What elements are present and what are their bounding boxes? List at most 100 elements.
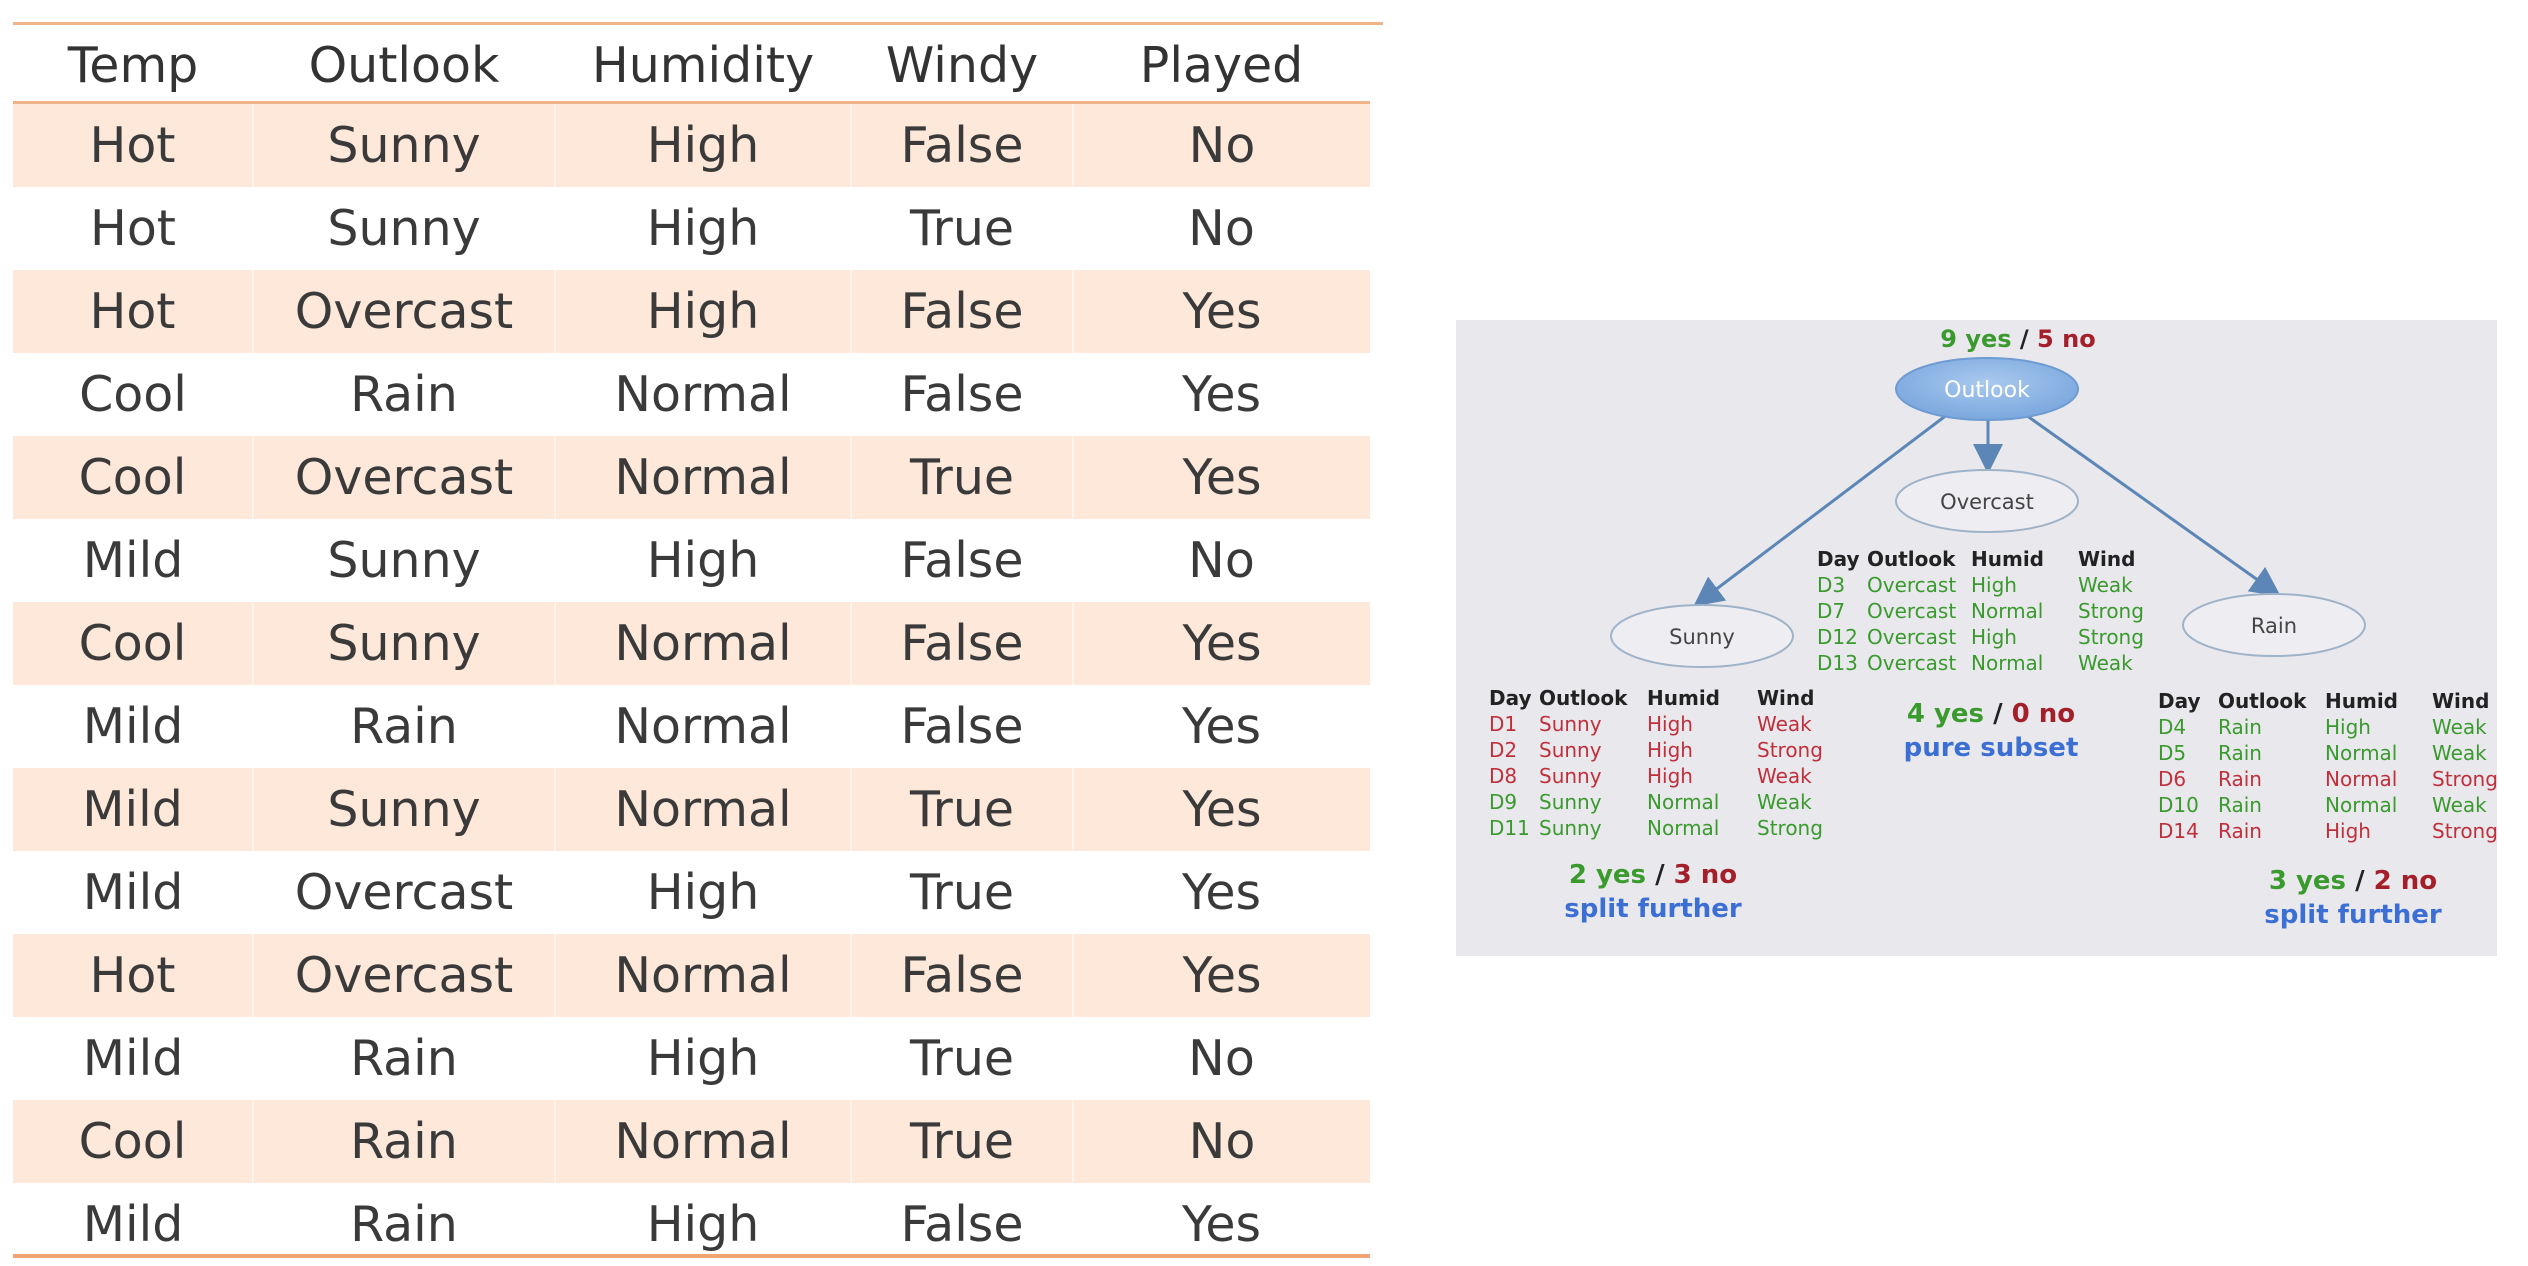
table-top-rule: [13, 22, 1383, 25]
rain-cell-humid: Normal: [2325, 793, 2397, 817]
cell-humidity: High: [646, 1196, 760, 1253]
sunny-cell-outlook: Sunny: [1539, 816, 1602, 840]
cell-outlook: Sunny: [327, 200, 481, 257]
overcast-cell-day: D7: [1817, 599, 1845, 623]
overcast-cell-day: D3: [1817, 573, 1845, 597]
overcast-note: pure subset: [1904, 733, 2079, 763]
header-outlook: Outlook: [308, 36, 500, 94]
overcast-cell-outlook: Overcast: [1867, 651, 1956, 675]
sunny-cell-humid: High: [1647, 712, 1693, 736]
sunny-header-wind: Wind: [1757, 686, 1814, 710]
rain-cell-wind: Weak: [2432, 715, 2487, 739]
decision-tree-diagram: 9 yes / 5 no Outlook Overcast Sunny Rain…: [1489, 325, 2497, 930]
cell-played: No: [1073, 1100, 1370, 1183]
overcast-cell-wind: Weak: [2078, 573, 2133, 597]
overcast-cell-wind: Strong: [2078, 625, 2144, 649]
rain-cell-outlook: Rain: [2218, 793, 2262, 817]
cell-humidity: Normal: [555, 436, 852, 519]
cell-windy: True: [909, 200, 1015, 257]
rain-note: split further: [2264, 900, 2442, 930]
cell-windy: False: [851, 602, 1074, 685]
cell-humidity: High: [555, 104, 852, 187]
header-humidity: Humidity: [591, 36, 815, 94]
header-windy: Windy: [885, 36, 1039, 94]
overcast-cell-wind: Weak: [2078, 651, 2133, 675]
rain-header-humid: Humid: [2325, 689, 2398, 713]
sunny-count: 2 yes / 3 no: [1569, 860, 1737, 890]
cell-windy: False: [851, 104, 1074, 187]
cell-played: Yes: [1181, 864, 1262, 921]
header-played: Played: [1139, 36, 1304, 94]
overcast-cell-outlook: Overcast: [1867, 573, 1956, 597]
overcast-header-outlook: Outlook: [1867, 547, 1956, 571]
sunny-cell-wind: Weak: [1757, 790, 1812, 814]
overcast-node-label: Overcast: [1940, 490, 2034, 514]
sunny-cell-wind: Weak: [1757, 764, 1812, 788]
sunny-note: split further: [1564, 894, 1742, 924]
sunny-node-label: Sunny: [1669, 625, 1735, 649]
sunny-cell-outlook: Sunny: [1539, 738, 1602, 762]
cell-humidity: High: [555, 270, 852, 353]
rain-cell-humid: Normal: [2325, 741, 2397, 765]
cell-outlook: Overcast: [253, 270, 556, 353]
cell-outlook: Sunny: [253, 768, 556, 851]
cell-temp: Mild: [82, 532, 184, 589]
rain-cell-outlook: Rain: [2218, 819, 2262, 843]
cell-windy: True: [851, 1100, 1074, 1183]
rain-cell-day: D6: [2158, 767, 2186, 791]
sunny-node: [1610, 604, 1794, 668]
cell-humidity: High: [646, 200, 760, 257]
rain-cell-day: D10: [2158, 793, 2199, 817]
cell-humidity: High: [646, 532, 760, 589]
cell-humidity: Normal: [555, 602, 852, 685]
cell-played: Yes: [1073, 934, 1370, 1017]
table-header-row: Temp Outlook Humidity Windy Played: [13, 18, 1370, 104]
cell-windy: True: [909, 1030, 1015, 1087]
overcast-cell-wind: Strong: [2078, 599, 2144, 623]
cell-windy: False: [900, 532, 1024, 589]
cell-humidity: Normal: [614, 698, 792, 755]
rain-cell-wind: Weak: [2432, 793, 2487, 817]
sunny-cell-humid: High: [1647, 764, 1693, 788]
header-temp: Temp: [67, 36, 199, 94]
rain-cell-day: D4: [2158, 715, 2186, 739]
sunny-cell-wind: Strong: [1757, 738, 1823, 762]
root-node-label: Outlook: [1944, 378, 2030, 403]
rain-cell-day: D14: [2158, 819, 2199, 843]
cell-windy: False: [900, 366, 1024, 423]
sunny-cell-day: D8: [1489, 764, 1517, 788]
edge-outlook-rain: [2015, 406, 2281, 597]
edge-outlook-sunny: [1693, 406, 1957, 607]
rain-node-label: Rain: [2251, 614, 2297, 638]
cell-outlook: Sunny: [253, 104, 556, 187]
cell-played: Yes: [1181, 1196, 1262, 1253]
cell-windy: False: [900, 1196, 1024, 1253]
cell-humidity: High: [646, 864, 760, 921]
sunny-cell-humid: Normal: [1647, 790, 1719, 814]
rain-node: [2182, 593, 2366, 657]
cell-temp: Hot: [13, 104, 254, 187]
overcast-cell-outlook: Overcast: [1867, 599, 1956, 623]
sunny-cell-day: D1: [1489, 712, 1517, 736]
cell-windy: True: [851, 768, 1074, 851]
cell-humidity: High: [646, 1030, 760, 1087]
cell-played: Yes: [1073, 602, 1370, 685]
sunny-cell-wind: Strong: [1757, 816, 1823, 840]
cell-played: Yes: [1181, 366, 1262, 423]
rain-cell-day: D5: [2158, 741, 2186, 765]
overcast-header-day: Day: [1817, 547, 1860, 571]
sunny-cell-humid: Normal: [1647, 816, 1719, 840]
cell-outlook: Overcast: [253, 436, 556, 519]
sunny-cell-humid: High: [1647, 738, 1693, 762]
cell-temp: Mild: [13, 768, 254, 851]
